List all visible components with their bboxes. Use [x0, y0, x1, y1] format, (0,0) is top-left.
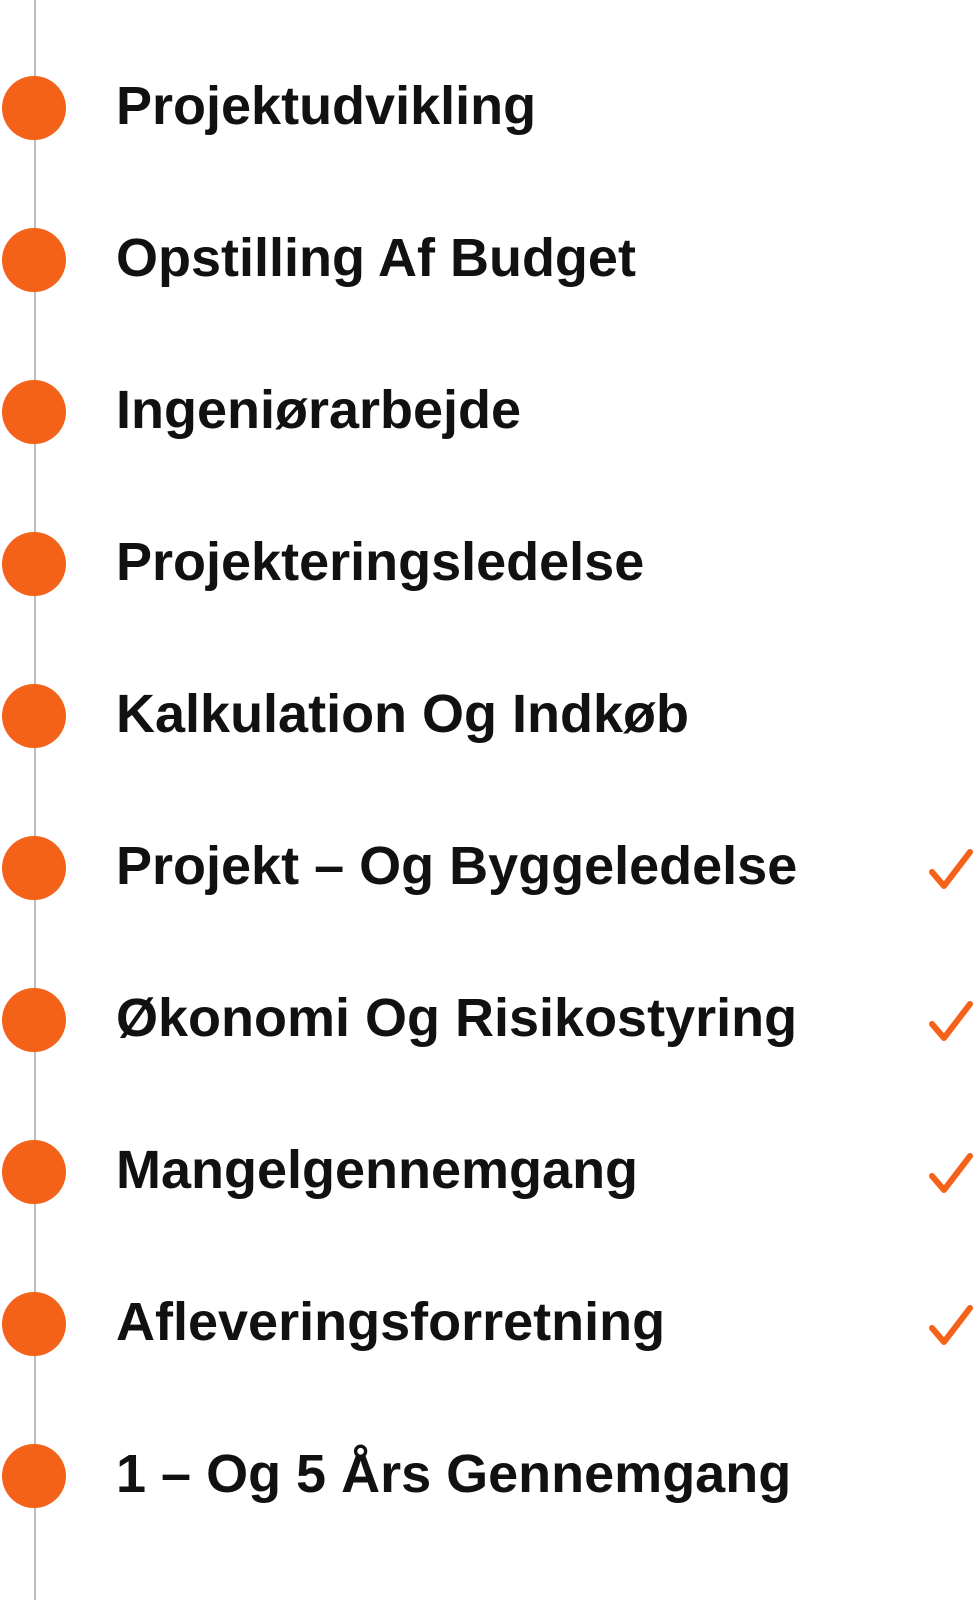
timeline-dot [2, 228, 66, 292]
timeline-dot [2, 988, 66, 1052]
timeline-dot [2, 1444, 66, 1508]
timeline-step: Økonomi Og Risikostyring [0, 960, 978, 1080]
timeline-step: Opstilling Af Budget [0, 200, 978, 320]
step-label: Afleveringsforretning [116, 1292, 666, 1352]
step-label: Kalkulation Og Indkøb [116, 684, 690, 744]
timeline-step: Mangelgennemgang [0, 1112, 978, 1232]
check-icon [929, 1001, 973, 1041]
step-label: Ingeniørarbejde [116, 380, 522, 440]
check-icon [929, 1153, 973, 1193]
timeline-dot [2, 76, 66, 140]
timeline-step: Ingeniørarbejde [0, 352, 978, 472]
step-label: Projektudvikling [116, 76, 537, 136]
timeline-step: Projekt – Og Byggeledelse [0, 808, 978, 928]
timeline-step: Projektudvikling [0, 48, 978, 168]
timeline-dot [2, 836, 66, 900]
timeline-line [34, 0, 36, 1600]
step-label: Projekteringsledelse [116, 532, 645, 592]
timeline-dot [2, 1292, 66, 1356]
step-label: 1 – Og 5 Års Gennemgang [116, 1444, 792, 1504]
check-icon [929, 849, 973, 889]
timeline-step: Projekteringsledelse [0, 504, 978, 624]
step-label: Mangelgennemgang [116, 1140, 639, 1200]
timeline-dot [2, 380, 66, 444]
timeline-step: Kalkulation Og Indkøb [0, 656, 978, 776]
timeline-step: Afleveringsforretning [0, 1264, 978, 1384]
timeline-step: 1 – Og 5 Års Gennemgang [0, 1416, 978, 1536]
check-icon [929, 1305, 973, 1345]
step-label: Økonomi Og Risikostyring [116, 988, 798, 1048]
timeline-dot [2, 1140, 66, 1204]
step-label: Projekt – Og Byggeledelse [116, 836, 798, 896]
timeline-dot [2, 532, 66, 596]
timeline-dot [2, 684, 66, 748]
step-label: Opstilling Af Budget [116, 228, 636, 288]
